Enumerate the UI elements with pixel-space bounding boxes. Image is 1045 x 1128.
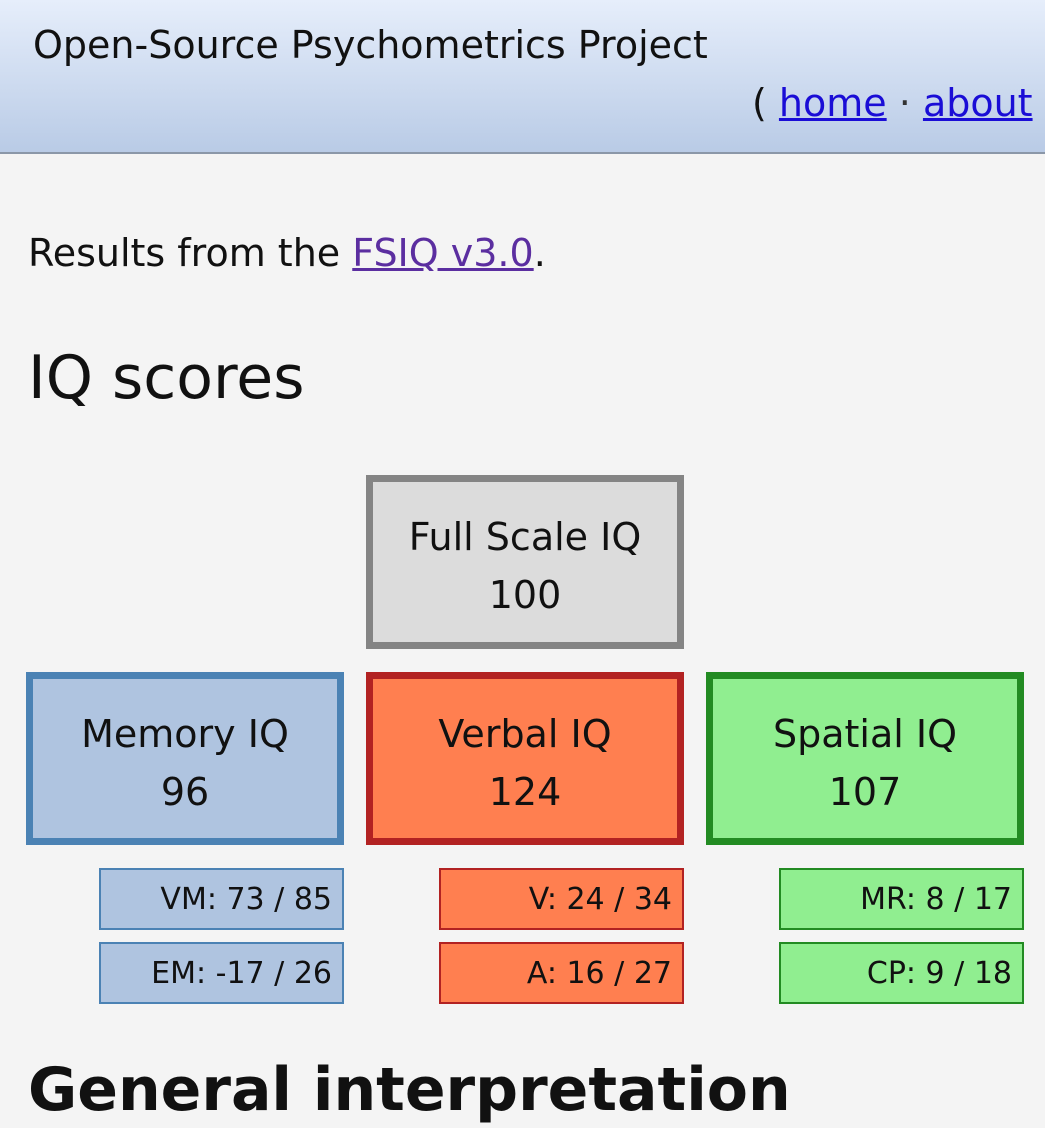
about-link[interactable]: about: [923, 81, 1033, 125]
memory-iq-label: Memory IQ: [33, 705, 337, 763]
subscore-v: V: 24 / 34: [439, 868, 684, 930]
subscore-cp: CP: 9 / 18: [779, 942, 1024, 1004]
full-scale-iq-value: 100: [373, 566, 677, 624]
subscore-a: A: 16 / 27: [439, 942, 684, 1004]
spatial-iq-label: Spatial IQ: [713, 705, 1017, 763]
site-title: Open-Source Psychometrics Project: [33, 22, 708, 68]
iq-scores-heading: IQ scores: [28, 340, 304, 416]
results-intro: Results from the FSIQ v3.0.: [28, 226, 546, 280]
site-header: Open-Source Psychometrics Project ( home…: [0, 0, 1045, 154]
intro-prefix: Results from the: [28, 231, 352, 275]
verbal-iq-value: 124: [373, 763, 677, 821]
memory-iq-value: 96: [33, 763, 337, 821]
spatial-iq-value: 107: [713, 763, 1017, 821]
verbal-iq-box: Verbal IQ 124: [366, 672, 684, 845]
subscore-mr: MR: 8 / 17: [779, 868, 1024, 930]
full-scale-iq-box: Full Scale IQ 100: [366, 475, 684, 649]
nav-open-paren: (: [752, 81, 767, 125]
subscore-vm: VM: 73 / 85: [99, 868, 344, 930]
fsiq-link[interactable]: FSIQ v3.0: [352, 231, 533, 275]
general-interpretation-heading: General interpretation: [28, 1052, 791, 1128]
full-scale-iq-label: Full Scale IQ: [373, 508, 677, 566]
spatial-iq-box: Spatial IQ 107: [706, 672, 1024, 845]
intro-suffix: .: [534, 231, 546, 275]
top-nav: ( home · about ): [752, 78, 1045, 128]
nav-separator: ·: [899, 81, 911, 125]
memory-iq-box: Memory IQ 96: [26, 672, 344, 845]
subscore-em: EM: -17 / 26: [99, 942, 344, 1004]
verbal-iq-label: Verbal IQ: [373, 705, 677, 763]
home-link[interactable]: home: [779, 81, 887, 125]
